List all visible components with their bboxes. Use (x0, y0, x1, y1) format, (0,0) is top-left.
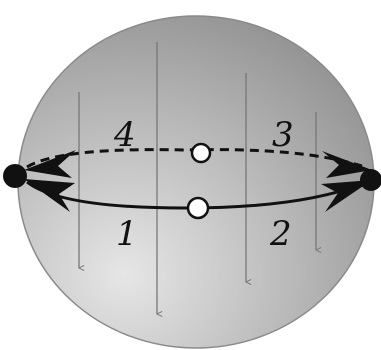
right-endpoint-dot (360, 169, 381, 191)
label-1: 1 (116, 214, 138, 254)
label-3: 3 (272, 115, 294, 155)
lower-midpoint-marker (188, 198, 208, 218)
upper-midpoint-marker (192, 144, 210, 162)
left-endpoint-dot (3, 164, 27, 188)
label-2: 2 (269, 214, 292, 254)
sphere (18, 16, 374, 348)
label-4: 4 (113, 115, 136, 155)
